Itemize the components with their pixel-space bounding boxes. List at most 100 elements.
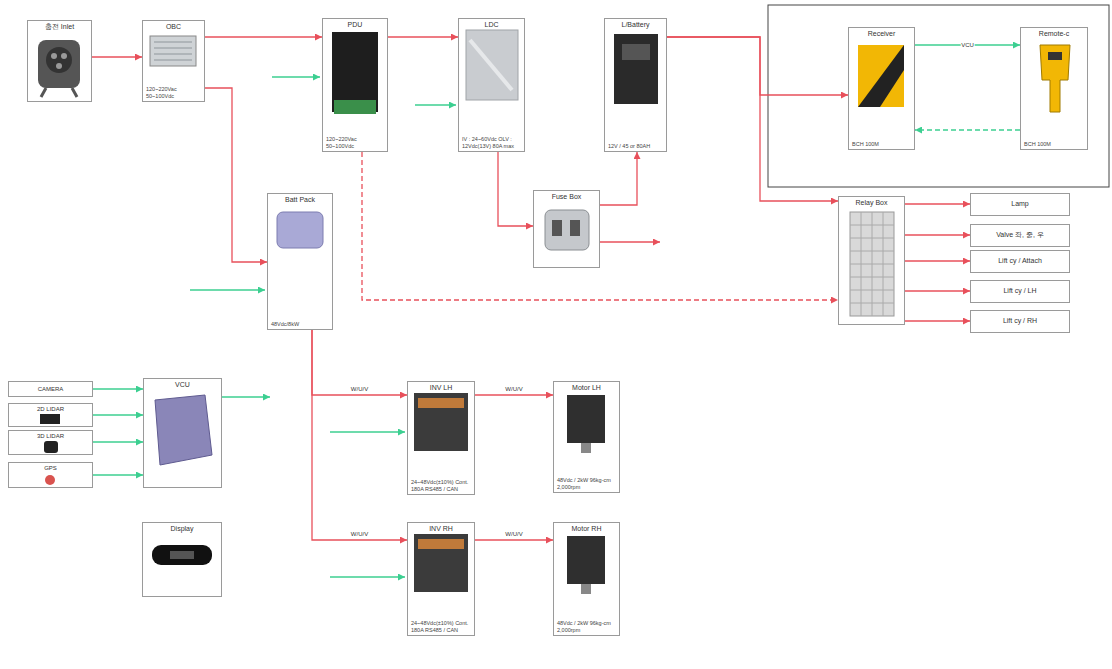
batt-pack-body bbox=[277, 212, 323, 248]
spec-text: 24~48Vdc(±10%) Cont. 180A RS485 / CAN bbox=[411, 620, 471, 633]
fuse-slot bbox=[552, 220, 562, 236]
signal-stub bbox=[272, 76, 320, 77]
ldc-icon bbox=[466, 30, 518, 100]
component-name: PDU bbox=[326, 21, 384, 29]
signal-stub bbox=[190, 289, 265, 290]
component-name: Lift cy / Attach bbox=[974, 257, 1066, 265]
motor-icon bbox=[567, 395, 605, 594]
obc-fins bbox=[154, 42, 192, 60]
spec-text: 120~220Vac 50~100Vdc bbox=[326, 136, 384, 149]
signal-line bbox=[93, 388, 143, 389]
power-line bbox=[475, 539, 553, 540]
fuse-slot bbox=[570, 220, 580, 236]
inlet-pin bbox=[56, 63, 62, 69]
receiver-body bbox=[858, 45, 904, 107]
lidar-icon bbox=[40, 414, 60, 485]
obc-body bbox=[150, 36, 196, 66]
component-box: Lift cy / LH bbox=[970, 280, 1070, 303]
unconnected-arrows bbox=[190, 77, 660, 577]
relay-box-icon bbox=[850, 212, 894, 316]
component-box: Lift cy / RH bbox=[970, 310, 1070, 333]
spec-text: 24~48Vdc(±10%) Cont. 180A RS485 / CAN bbox=[411, 479, 471, 492]
component-box: Motor LH48Vdc / 2kW 96kg-cm 2,000rpm bbox=[553, 381, 620, 493]
power-line bbox=[905, 320, 970, 321]
signal-line bbox=[93, 441, 143, 442]
spec-text: 120~220Vac 50~100Vdc bbox=[146, 86, 201, 99]
component-box: Motor RH48Vdc / 2kW 96kg-cm 2,000rpm bbox=[553, 522, 620, 636]
pdu-icon bbox=[332, 32, 378, 114]
component-name: Lamp bbox=[974, 200, 1066, 208]
component-name: Motor LH bbox=[557, 384, 616, 392]
component-name: Valve 좌, 중, 우 bbox=[974, 231, 1066, 239]
power-stub bbox=[600, 241, 660, 242]
ldc-body bbox=[466, 30, 518, 100]
power-line bbox=[905, 234, 970, 235]
remote-group-frame bbox=[768, 5, 1109, 187]
remote-body bbox=[1040, 45, 1070, 112]
power-line bbox=[205, 36, 322, 37]
power-line bbox=[92, 56, 142, 57]
power-line bbox=[205, 88, 267, 262]
relay-box-body bbox=[850, 212, 894, 316]
component-box: ReceiverBCH 100M bbox=[848, 27, 915, 150]
motor-shaft bbox=[581, 443, 591, 453]
component-box: Relay Box bbox=[838, 196, 905, 325]
component-name: GPS bbox=[12, 465, 89, 472]
power-line bbox=[362, 152, 838, 300]
motor-body bbox=[567, 395, 605, 443]
battery-icon bbox=[614, 34, 658, 104]
battery-screen bbox=[622, 44, 650, 60]
inlet-pin bbox=[61, 53, 67, 59]
signal-line bbox=[915, 129, 1020, 130]
component-name: Receiver bbox=[852, 30, 911, 38]
component-name: Fuse Box bbox=[537, 193, 596, 201]
component-name: 2D LIDAR bbox=[12, 406, 89, 413]
inverter-body bbox=[414, 534, 468, 592]
component-box: Fuse Box bbox=[533, 190, 600, 268]
spec-text: 48Vdc / 2kW 96kg-cm 2,000rpm bbox=[557, 620, 616, 633]
display-body bbox=[152, 545, 212, 565]
lidar-2d-body bbox=[40, 414, 60, 424]
component-name: INV RH bbox=[411, 525, 471, 533]
power-line bbox=[312, 330, 407, 540]
inverter-icon bbox=[414, 393, 468, 592]
motor-shaft bbox=[581, 584, 591, 594]
component-name: Remote-c bbox=[1024, 30, 1084, 38]
signal-line bbox=[93, 414, 143, 415]
power-line bbox=[600, 152, 637, 205]
signal-stub bbox=[330, 431, 405, 432]
spec-text: BCH 100M bbox=[852, 141, 911, 147]
edge-label: W/U/V bbox=[350, 386, 369, 393]
spec-text: IV : 24~60Vdc OLV : 12Vdc(13V) 80A max bbox=[462, 136, 521, 149]
signal-stub bbox=[330, 576, 405, 577]
inverter-body bbox=[414, 393, 468, 451]
inverter-busbar bbox=[418, 398, 464, 408]
receiver-stripe bbox=[858, 45, 904, 107]
spec-text: BCH 100M bbox=[1024, 141, 1084, 147]
display-screen bbox=[170, 551, 194, 559]
power-line bbox=[498, 152, 533, 226]
inlet-cable bbox=[41, 88, 77, 97]
component-box: INV RH 24~48Vdc(±10%) Cont. 180A RS485 / … bbox=[407, 522, 475, 636]
component-box: 2D LIDAR bbox=[8, 403, 93, 427]
pdu-board bbox=[334, 100, 376, 114]
component-name: Lift cy / RH bbox=[974, 317, 1066, 325]
component-box: L/Battery12V / 45 or 80AH bbox=[604, 18, 667, 152]
power-line bbox=[667, 37, 838, 201]
fuse-box-body bbox=[545, 210, 589, 250]
ldc-shine bbox=[470, 40, 512, 90]
remote-display bbox=[1048, 52, 1062, 60]
edge-label: W/U/V bbox=[350, 531, 369, 538]
vcu-icon bbox=[155, 395, 212, 465]
power-line bbox=[905, 203, 970, 204]
component-name: Lift cy / LH bbox=[974, 287, 1066, 295]
charging-inlet-icon bbox=[38, 40, 80, 97]
receiver-icon bbox=[858, 45, 904, 107]
power-line bbox=[905, 290, 970, 291]
edge-label: W/U/V bbox=[504, 386, 523, 393]
spec-text: 48Vdc/8kW bbox=[271, 321, 329, 327]
